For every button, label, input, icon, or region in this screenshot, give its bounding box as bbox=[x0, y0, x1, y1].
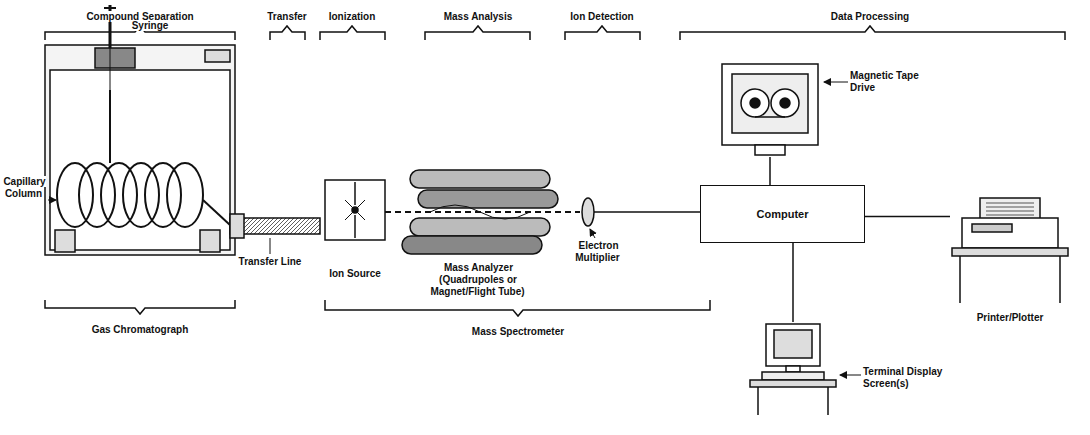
part-label: Data Processing bbox=[805, 11, 935, 23]
node-label: Printer/Plotter bbox=[950, 312, 1070, 324]
label-text: Ion Source bbox=[328, 268, 382, 279]
label-text: Ion Detection bbox=[569, 11, 634, 22]
transfer-line bbox=[230, 214, 320, 238]
node-label: Computer bbox=[757, 208, 809, 220]
brackets bbox=[45, 26, 1065, 316]
computer-box: Computer bbox=[700, 185, 865, 243]
label-text: Transfer Line bbox=[238, 256, 303, 267]
label-text: Gas Chromatograph bbox=[91, 324, 190, 335]
part-label: Mass Analysis bbox=[428, 11, 528, 23]
cable-connector bbox=[792, 243, 794, 322]
label-text: Capillary Column bbox=[2, 176, 45, 199]
label-text: Mass Analysis bbox=[443, 11, 514, 22]
leader-line bbox=[270, 238, 271, 254]
leader-line bbox=[824, 82, 848, 83]
printer-node: Printer/Plotter bbox=[950, 190, 1070, 305]
ion-source bbox=[325, 180, 385, 240]
leader-line bbox=[590, 229, 595, 238]
part-label: Ion Source bbox=[320, 268, 390, 280]
part-label: Mass Analyzer (Quadrupoles or Magnet/Fli… bbox=[413, 262, 543, 298]
cable-connector bbox=[865, 216, 950, 218]
tape-node: Magnetic Tape Drive bbox=[720, 62, 820, 157]
part-label: Syringe bbox=[125, 20, 175, 32]
leader-line bbox=[48, 200, 56, 201]
printer-drawing bbox=[950, 190, 1070, 305]
part-label: Gas Chromatograph bbox=[65, 324, 215, 336]
label-text: Mass Spectrometer bbox=[471, 326, 565, 337]
leader-line bbox=[840, 375, 861, 376]
label-text: Mass Analyzer (Quadrupoles or Magnet/Fli… bbox=[430, 262, 525, 297]
node-label: Terminal Display Screen(s) bbox=[863, 366, 955, 390]
cable-connector bbox=[769, 157, 771, 185]
gas-chromatograph bbox=[45, 5, 235, 255]
label-text: Data Processing bbox=[830, 11, 910, 22]
part-label: Ion Detection bbox=[557, 11, 647, 23]
label-text: Ionization bbox=[328, 11, 377, 22]
terminal-node: Terminal Display Screen(s) bbox=[748, 322, 838, 417]
part-label: Mass Spectrometer bbox=[443, 326, 593, 338]
terminal-drawing bbox=[748, 322, 838, 417]
tape-drawing bbox=[720, 62, 820, 157]
quadrupole-rods bbox=[385, 170, 580, 254]
label-text: Transfer bbox=[266, 11, 307, 22]
label-text: Syringe bbox=[131, 20, 170, 31]
part-label: Transfer bbox=[257, 11, 317, 23]
part-label: Electron Multiplier bbox=[563, 240, 633, 264]
part-label: Capillary Column bbox=[1, 176, 47, 200]
part-label: Ionization bbox=[317, 11, 387, 23]
label-text: Electron Multiplier bbox=[575, 240, 620, 263]
part-label: Transfer Line bbox=[235, 256, 305, 268]
electron-multiplier bbox=[582, 198, 700, 226]
node-label: Magnetic Tape Drive bbox=[850, 70, 930, 94]
